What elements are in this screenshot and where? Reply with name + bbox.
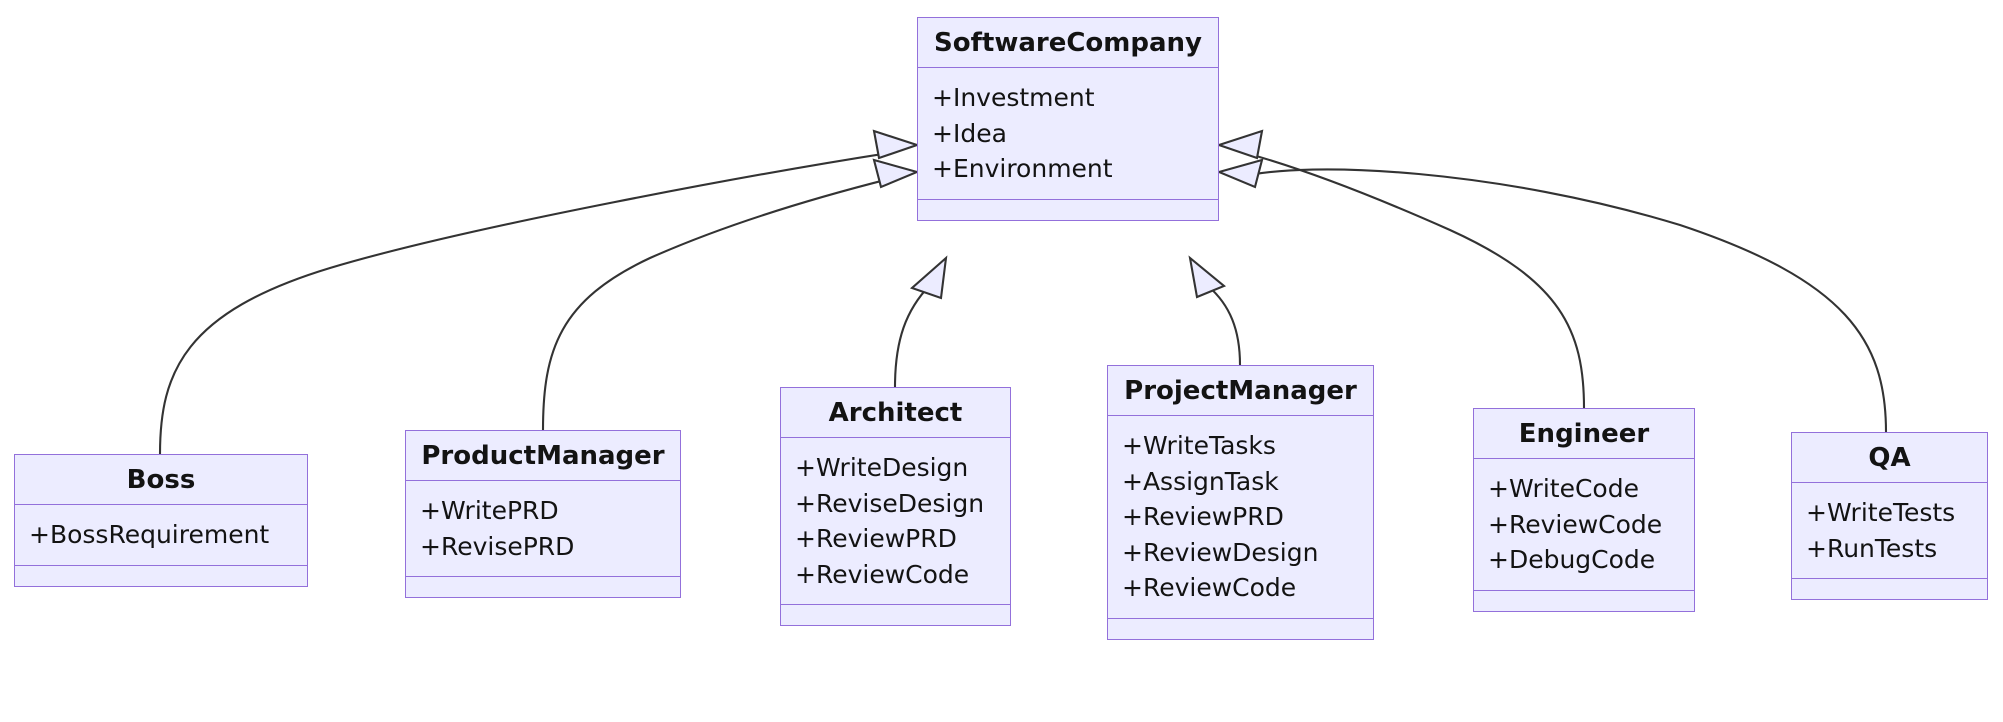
class-node-productmanager[interactable]: ProductManager +WritePRD +RevisePRD bbox=[405, 430, 681, 598]
class-node-boss[interactable]: Boss +BossRequirement bbox=[14, 454, 308, 587]
class-attribute: +AssignTask bbox=[1122, 466, 1279, 496]
class-title-boss: Boss bbox=[15, 455, 307, 505]
class-title-qa: QA bbox=[1792, 433, 1987, 483]
class-attributes-projectmanager: +WriteTasks +AssignTask +ReviewPRD +Revi… bbox=[1108, 416, 1373, 619]
class-attributes-boss: +BossRequirement bbox=[15, 505, 307, 566]
class-attribute: +ReviewDesign bbox=[1122, 537, 1319, 567]
class-node-softwarecompany[interactable]: SoftwareCompany +Investment +Idea +Envir… bbox=[917, 17, 1219, 221]
class-attribute: +ReviewPRD bbox=[1122, 502, 1284, 531]
class-title-engineer: Engineer bbox=[1474, 409, 1694, 459]
class-title-productmanager: ProductManager bbox=[406, 431, 680, 481]
class-attribute: +Idea bbox=[932, 118, 1007, 148]
class-methods-projectmanager bbox=[1108, 619, 1373, 639]
class-methods-qa bbox=[1792, 579, 1987, 599]
class-node-qa[interactable]: QA +WriteTests +RunTests bbox=[1791, 432, 1988, 600]
class-methods-softwarecompany bbox=[918, 200, 1218, 220]
class-attribute: +ReviewCode bbox=[795, 559, 970, 589]
class-attribute: +WritePRD bbox=[420, 496, 559, 525]
class-attribute: +WriteCode bbox=[1488, 474, 1639, 503]
class-attribute: +RevisePRD bbox=[420, 531, 575, 561]
class-node-engineer[interactable]: Engineer +WriteCode +ReviewCode +DebugCo… bbox=[1473, 408, 1695, 612]
edge-projectmanager-to-softwarecompany bbox=[1188, 255, 1242, 366]
class-attribute: +WriteTasks bbox=[1122, 431, 1276, 460]
class-attribute: +DebugCode bbox=[1488, 545, 1656, 574]
class-attributes-qa: +WriteTests +RunTests bbox=[1792, 483, 1987, 579]
class-methods-productmanager bbox=[406, 577, 680, 597]
class-node-architect[interactable]: Architect +WriteDesign +ReviseDesign +Re… bbox=[780, 387, 1011, 626]
class-attribute: +WriteTests bbox=[1806, 498, 1956, 527]
class-attribute: +RunTests bbox=[1806, 533, 1938, 563]
class-node-projectmanager[interactable]: ProjectManager +WriteTasks +AssignTask +… bbox=[1107, 365, 1374, 640]
class-attribute: +ReviewCode bbox=[1488, 509, 1663, 539]
class-methods-engineer bbox=[1474, 591, 1694, 611]
class-attribute: +BossRequirement bbox=[29, 520, 270, 549]
edge-architect-to-softwarecompany bbox=[893, 255, 948, 388]
class-title-softwarecompany: SoftwareCompany bbox=[918, 18, 1218, 68]
class-attributes-architect: +WriteDesign +ReviseDesign +ReviewPRD +R… bbox=[781, 438, 1010, 605]
class-title-projectmanager: ProjectManager bbox=[1108, 366, 1373, 416]
class-attribute: +WriteDesign bbox=[795, 453, 969, 482]
class-title-architect: Architect bbox=[781, 388, 1010, 438]
class-attribute: +ReviseDesign bbox=[795, 488, 985, 518]
class-attribute: +Environment bbox=[932, 154, 1113, 183]
class-attributes-productmanager: +WritePRD +RevisePRD bbox=[406, 481, 680, 577]
class-attribute: +ReviewPRD bbox=[795, 524, 957, 553]
class-attributes-softwarecompany: +Investment +Idea +Environment bbox=[918, 68, 1218, 200]
class-attribute: +ReviewCode bbox=[1122, 573, 1297, 602]
class-attribute: +Investment bbox=[932, 83, 1095, 112]
class-methods-boss bbox=[15, 566, 307, 586]
class-attributes-engineer: +WriteCode +ReviewCode +DebugCode bbox=[1474, 459, 1694, 591]
class-methods-architect bbox=[781, 605, 1010, 625]
